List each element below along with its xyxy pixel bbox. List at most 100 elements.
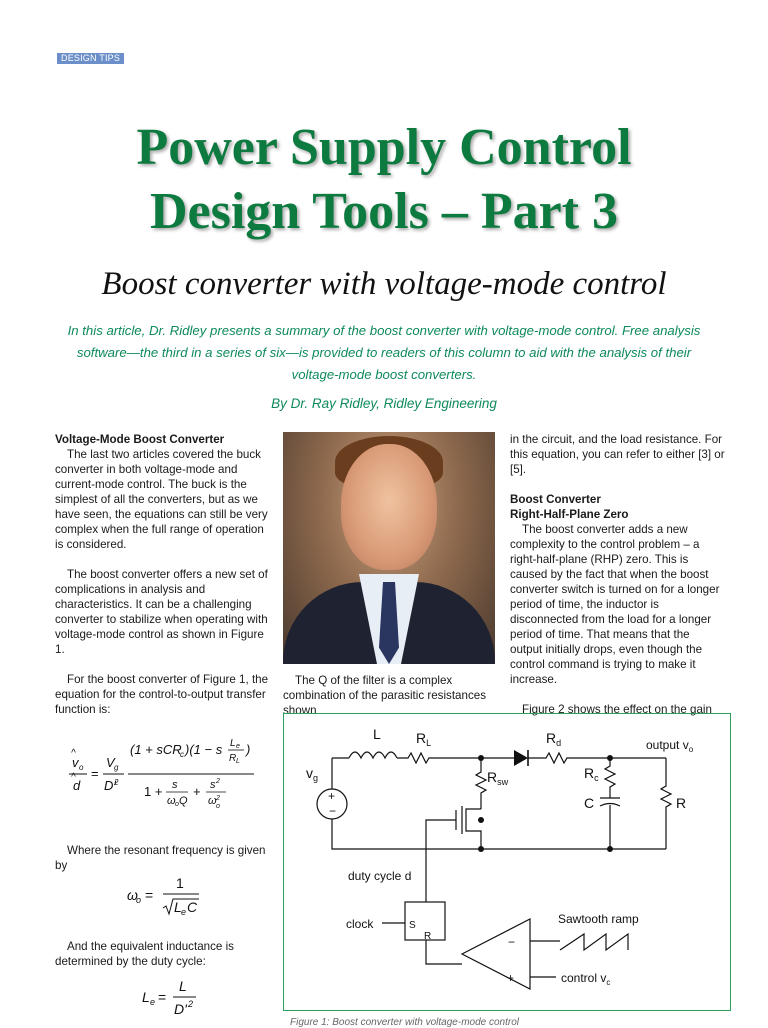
svg-text:o: o [136, 895, 141, 905]
subtitle: Boost converter with voltage-mode contro… [101, 266, 667, 302]
svg-text:^: ^ [71, 748, 76, 759]
svg-text:R: R [229, 753, 236, 764]
svg-text:=: = [91, 766, 99, 781]
svg-text:=: = [145, 887, 153, 903]
load-resistor-symbol [659, 758, 673, 849]
label-inductor: L [373, 726, 381, 742]
paragraph: Where the resonant frequency is given by [55, 844, 266, 872]
svg-text:2: 2 [187, 999, 193, 1009]
label-clock: clock [346, 917, 374, 931]
left-column-lower: Where the resonant frequency is given by [55, 843, 270, 888]
svg-text:o: o [175, 801, 179, 808]
byline: By Dr. Ray Ridley, Ridley Engineering [271, 396, 497, 411]
svg-text:e: e [150, 997, 155, 1007]
paragraph: The Q of the filter is a complex combina… [283, 674, 486, 717]
svg-text:1 +: 1 + [144, 784, 162, 799]
label-rsw: Rsw [487, 769, 509, 787]
junction-dot [478, 817, 484, 823]
svg-text:e: e [181, 907, 186, 917]
rl-resistor-symbol [397, 751, 481, 765]
section-heading: Boost Converter [510, 493, 601, 506]
junction-dot [607, 846, 613, 852]
svg-text:V: V [106, 755, 116, 770]
svg-text:o: o [216, 803, 220, 810]
boost-converter-schematic: + − L RL Rd Rsw Rc C R vg output vo duty… [306, 726, 694, 990]
middle-column-text: The Q of the filter is a complex combina… [283, 673, 497, 718]
photo-face [341, 444, 437, 570]
label-control: control vc [561, 971, 610, 987]
rsw-resistor-symbol [474, 758, 488, 809]
paragraph: The boost converter adds a new complexit… [510, 523, 720, 686]
label-rc: Rc [584, 765, 599, 783]
paragraph: in the circuit, and the load resistance.… [510, 433, 725, 476]
svg-text:2: 2 [215, 778, 220, 785]
paragraph: The last two articles covered the buck c… [55, 448, 268, 551]
figure-caption: Figure 1: Boost converter with voltage-m… [290, 1017, 519, 1028]
svg-text:^: ^ [71, 772, 76, 783]
svg-text:C: C [187, 899, 198, 915]
svg-text:o: o [79, 763, 84, 772]
svg-text:1: 1 [176, 875, 184, 891]
diode-symbol [514, 750, 528, 766]
svg-text:+: + [328, 789, 335, 803]
label-capacitor: C [584, 795, 594, 811]
intro-paragraph: In this article, Dr. Ridley presents a s… [67, 323, 701, 382]
svg-text:L: L [236, 758, 240, 765]
svg-text:L: L [142, 989, 150, 1005]
sawtooth-ramp-symbol [559, 932, 629, 952]
label-latch-s: S [409, 920, 416, 931]
right-column: in the circuit, and the load resistance.… [510, 432, 725, 732]
svg-text:(1 + sCR: (1 + sCR [130, 742, 182, 757]
label-latch-r: R [424, 931, 431, 942]
label-rl: RL [416, 730, 431, 748]
svg-text:ω: ω [127, 887, 138, 903]
svg-text:d: d [73, 778, 81, 793]
paragraph: For the boost converter of Figure 1, the… [55, 673, 269, 716]
transfer-function-equation: ^ v o ^ d = V g D' 2 (1 + sCR c )(1 − s … [68, 736, 268, 820]
resonant-frequency-equation: ω o = 1 L e C [125, 872, 215, 925]
svg-text:=: = [158, 989, 166, 1005]
author-photo [283, 432, 495, 664]
rd-resistor-symbol [528, 751, 666, 765]
svg-text:ω: ω [208, 795, 217, 807]
svg-text:e: e [236, 743, 240, 750]
svg-text:2: 2 [113, 778, 119, 787]
equivalent-inductance-equation: L e = L D' 2 [140, 976, 210, 1027]
label-output: output vo [646, 738, 694, 754]
svg-text:Q: Q [179, 795, 188, 807]
section-heading: Voltage-Mode Boost Converter [55, 433, 225, 446]
label-comparator-plus: + [507, 971, 514, 985]
svg-text:L: L [174, 899, 182, 915]
paragraph: Figure 2 shows the effect on the gain [522, 703, 712, 716]
junction-dot [607, 755, 613, 761]
left-column-bottom: And the equivalent inductance is determi… [55, 939, 270, 984]
resonant-equation-svg: ω o = 1 L e C [127, 875, 199, 917]
junction-dot [478, 846, 484, 852]
svg-text:s: s [210, 779, 216, 791]
capacitor-plate-bottom [599, 802, 621, 807]
svg-text:D': D' [104, 778, 116, 793]
label-load-resistor: R [676, 795, 686, 811]
photo-tie [379, 582, 399, 664]
label-rd: Rd [546, 730, 561, 748]
junction-dot [478, 755, 484, 761]
svg-text:L: L [230, 738, 236, 749]
label-duty-cycle: duty cycle d [348, 869, 411, 883]
paragraph: The boost converter offers a new set of … [55, 568, 268, 656]
sr-latch-box [404, 901, 446, 941]
svg-text:s: s [172, 779, 178, 791]
svg-text:ω: ω [167, 795, 176, 807]
svg-text:L: L [179, 978, 187, 994]
inductor-symbol [348, 751, 398, 760]
rc-resistor-symbol [603, 758, 617, 798]
svg-text:)(1 − s: )(1 − s [183, 742, 223, 757]
svg-text:g: g [114, 763, 119, 772]
svg-text:): ) [244, 742, 250, 757]
label-sawtooth: Sawtooth ramp [558, 912, 639, 926]
section-tag: DESIGN TIPS [57, 53, 125, 64]
left-column: Voltage-Mode Boost Converter The last tw… [55, 432, 270, 732]
svg-text:−: − [329, 804, 336, 818]
svg-text:D': D' [174, 1001, 188, 1017]
svg-text:2: 2 [215, 795, 220, 802]
label-comparator-minus: − [508, 935, 515, 949]
